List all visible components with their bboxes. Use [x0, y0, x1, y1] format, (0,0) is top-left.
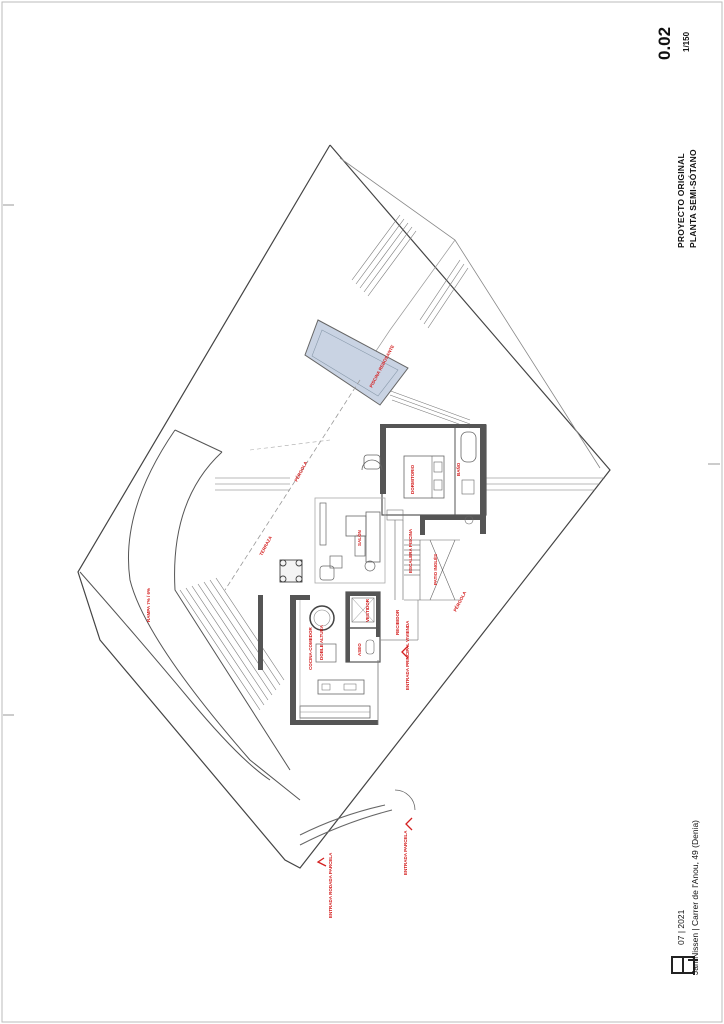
terrace-edge	[339, 157, 601, 469]
label-pergola-2: PÉRGOLA	[451, 589, 468, 613]
entry-arrows	[316, 645, 413, 867]
stairs-west	[179, 577, 285, 711]
stairs-north	[351, 214, 469, 329]
ramp-edge	[174, 429, 223, 453]
label-aseo: ASEO	[357, 643, 362, 656]
sheet-scale: 1/150	[682, 31, 691, 52]
sheet-date: 07 | 2021	[676, 909, 686, 945]
pool	[304, 319, 409, 406]
living-room	[314, 497, 404, 600]
stairs-east	[215, 389, 605, 491]
label-cocina: COCINA-COMEDOR	[308, 627, 313, 670]
label-vestidor: VESTIDOR	[365, 598, 370, 622]
label-salon: SALÓN	[355, 530, 362, 546]
label-recibidor: RECIBIDOR	[395, 609, 400, 635]
label-escalera: ESCALERA PISCINA	[408, 528, 413, 573]
logo	[671, 956, 698, 975]
label-rampa: RAMPA 7% / 6%	[146, 588, 151, 622]
pergola-line	[224, 379, 361, 591]
sheet-address: Jan Nissen | Carrer de l'Anou, 49 (Denia…	[690, 819, 700, 975]
gate-arc	[299, 804, 386, 836]
label-entrada-principal: ENTRADA PRINCIPAL VIVIENDA	[405, 620, 410, 690]
pool-inner	[311, 329, 399, 397]
stair-patio	[404, 539, 460, 601]
sheet-title-line1: PROYECTO ORIGINAL	[676, 153, 686, 248]
sheet-number: 0.02	[655, 26, 674, 60]
label-entrada-parcela: ENTRADA PARCELA	[403, 830, 408, 875]
armchair	[361, 454, 383, 471]
label-pergola-1: PÉRGOLA	[292, 459, 309, 483]
ramp-curve	[127, 429, 301, 801]
ramp-curve	[79, 571, 271, 781]
label-bano: BAÑO	[455, 462, 461, 476]
label-dormitorio: DORMITORIO	[410, 464, 415, 494]
pergola-line	[249, 439, 331, 451]
label-patio: PATIO INGLÉS	[431, 554, 438, 585]
sheet-title-line2: PLANTA SEMI-SÓTANO	[688, 149, 698, 248]
plot-boundary	[77, 144, 611, 869]
label-terraza: TERRAZA	[258, 534, 273, 556]
bedroom-block	[380, 424, 487, 535]
kitchen-block	[258, 595, 379, 725]
door-swing	[394, 789, 416, 811]
ramp-curve	[174, 451, 291, 771]
terrace-dining	[279, 559, 303, 583]
service-block	[345, 591, 419, 663]
label-entrada-rodada: ENTRADA RODADA PARCELA	[328, 852, 333, 918]
gate-arc	[299, 809, 393, 846]
label-doble-altura: DOBLE ALTURA	[319, 624, 324, 660]
